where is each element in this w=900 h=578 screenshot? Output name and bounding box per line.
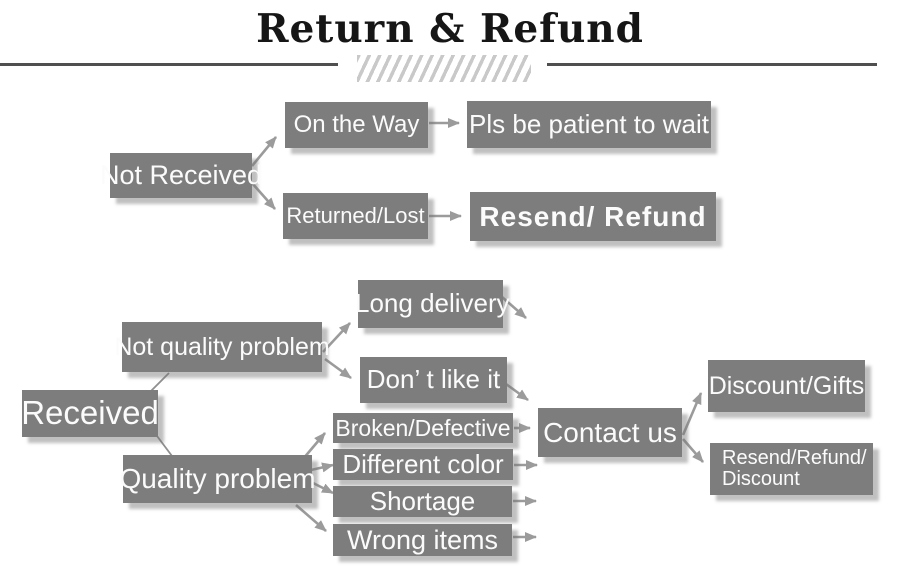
header-rule-left — [0, 63, 338, 66]
node-label: Received — [21, 394, 159, 432]
arrow-quality-to-shortage — [310, 480, 334, 495]
node-label: Don’ t like it — [366, 364, 501, 395]
node-label: Long delivery — [355, 288, 510, 319]
arrow-not-quality-to-long-delivery — [322, 322, 351, 353]
arrow-not-quality-to-dont-like — [324, 357, 352, 380]
node-resend-refund-discount: Resend/Refund/ Discount — [710, 443, 873, 495]
arrow-quality-to-broken — [302, 432, 326, 460]
page-title: Return & Refund — [256, 6, 644, 52]
node-different-color: Different color — [333, 449, 513, 480]
node-resend-refund: Resend/ Refund — [470, 192, 716, 241]
arrow-long-delivery-out — [501, 296, 527, 319]
arrow-quality-to-wrong-items — [295, 504, 327, 532]
node-dont-like-it: Don’ t like it — [360, 357, 507, 403]
node-label: Not quality problem — [114, 332, 330, 361]
node-label: Contact us — [543, 416, 677, 448]
arrow-contact-us-to-resend-refund-discount — [682, 438, 704, 463]
node-shortage: Shortage — [333, 486, 512, 517]
header-rule-right — [547, 63, 877, 66]
node-label: Not Received — [99, 160, 263, 191]
arrow-not-received-to-returned-lost — [251, 182, 276, 210]
node-label: On the Way — [293, 111, 420, 139]
arrow-dont-like-to-contact-us — [505, 382, 529, 402]
node-on-the-way: On the Way — [285, 102, 428, 148]
node-label: Returned/Lost — [286, 203, 425, 229]
node-not-quality-problem: Not quality problem — [114, 322, 330, 372]
node-quality-problem: Quality problem — [119, 455, 316, 503]
node-label: Resend/Refund/ Discount — [722, 447, 867, 490]
line-received-to-not-quality — [150, 372, 170, 392]
node-label: Broken/Defective — [335, 414, 511, 441]
node-received: Received — [21, 390, 159, 437]
arrow-quality-to-different-color — [310, 462, 334, 473]
node-wrong-items: Wrong items — [333, 524, 512, 556]
node-label: Discount/Gifts — [708, 371, 865, 400]
node-broken-defective: Broken/Defective — [333, 413, 513, 443]
arrow-not-received-to-on-the-way — [250, 136, 278, 167]
node-label: Pls be patient to wait — [469, 108, 709, 139]
node-label: Wrong items — [346, 524, 499, 555]
node-pls-be-patient: Pls be patient to wait — [467, 101, 711, 148]
node-not-received: Not Received — [100, 153, 262, 198]
node-contact-us: Contact us — [538, 408, 682, 457]
node-long-delivery: Long delivery — [355, 280, 510, 328]
line-received-to-quality — [156, 435, 173, 457]
node-discount-gifts: Discount/Gifts — [708, 360, 865, 412]
node-label: Different color — [342, 448, 504, 479]
node-label: Shortage — [369, 485, 476, 516]
arrow-contact-us-to-discount-gifts — [681, 392, 703, 436]
node-returned-lost: Returned/Lost — [283, 193, 428, 239]
node-label: Resend/ Refund — [479, 200, 707, 232]
hatch-stripes-decoration — [357, 55, 531, 82]
node-label: Quality problem — [119, 463, 316, 495]
